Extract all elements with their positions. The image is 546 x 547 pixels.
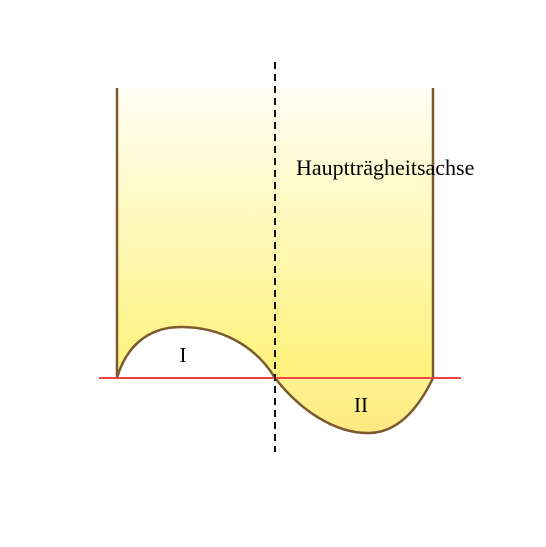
region-two-label: II xyxy=(354,393,368,417)
principal-axis-label: Hauptträgheitsachse xyxy=(296,155,474,180)
lobe-two-fill xyxy=(275,378,433,434)
right-fill-region xyxy=(275,88,433,378)
left-fill-region xyxy=(117,88,275,378)
region-one-label: I xyxy=(180,343,187,367)
